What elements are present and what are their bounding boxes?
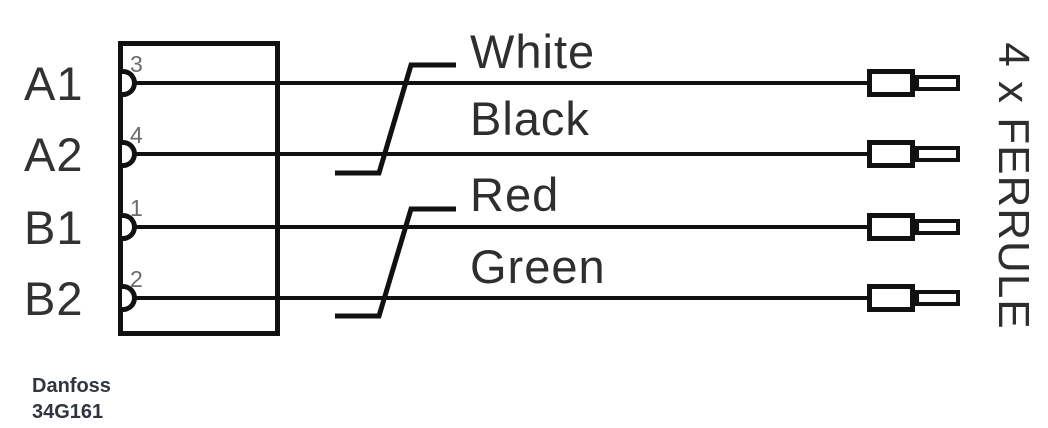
footer-block: Danfoss 34G161: [32, 373, 111, 425]
ferrule-pin-icon: [915, 75, 960, 91]
wire-color-label-red: Red: [470, 171, 566, 218]
terminal-label-a2: A2: [24, 128, 84, 181]
wire-color-label-white: White: [470, 28, 602, 75]
ferrule-pin-icon: [915, 290, 960, 306]
pin-socket-icon: [122, 140, 137, 168]
brand-label: Danfoss: [32, 375, 111, 397]
ferrule-icon: [867, 69, 915, 97]
termination-type-label: 4 x FERRULE: [989, 42, 1038, 330]
ferrule-icon: [867, 284, 915, 312]
pin-number-4: 4: [130, 122, 143, 148]
pin-socket-icon: [122, 213, 137, 241]
ferrule-pin-icon: [915, 146, 960, 162]
ferrule-pin-icon: [915, 219, 960, 235]
wire-color-label-black: Black: [470, 95, 596, 142]
ferrule-icon: [867, 140, 915, 168]
wire-a1: [131, 81, 871, 85]
terminal-label-b2: B2: [24, 272, 84, 325]
part-number-label: 34G161: [32, 401, 104, 423]
pin-number-2: 2: [130, 266, 143, 292]
terminal-label-b1: B1: [24, 201, 84, 254]
ferrule-icon: [867, 213, 915, 241]
wire-a2: [131, 152, 871, 156]
pin-number-3: 3: [130, 51, 143, 77]
connector-body: [118, 41, 280, 336]
wire-b2: [131, 296, 871, 300]
wire-b1: [131, 225, 871, 229]
pin-socket-icon: [122, 284, 137, 312]
pin-number-1: 1: [130, 195, 143, 221]
wire-color-label-green: Green: [470, 243, 612, 290]
terminal-label-a1: A1: [24, 57, 84, 110]
pin-socket-icon: [122, 69, 137, 97]
